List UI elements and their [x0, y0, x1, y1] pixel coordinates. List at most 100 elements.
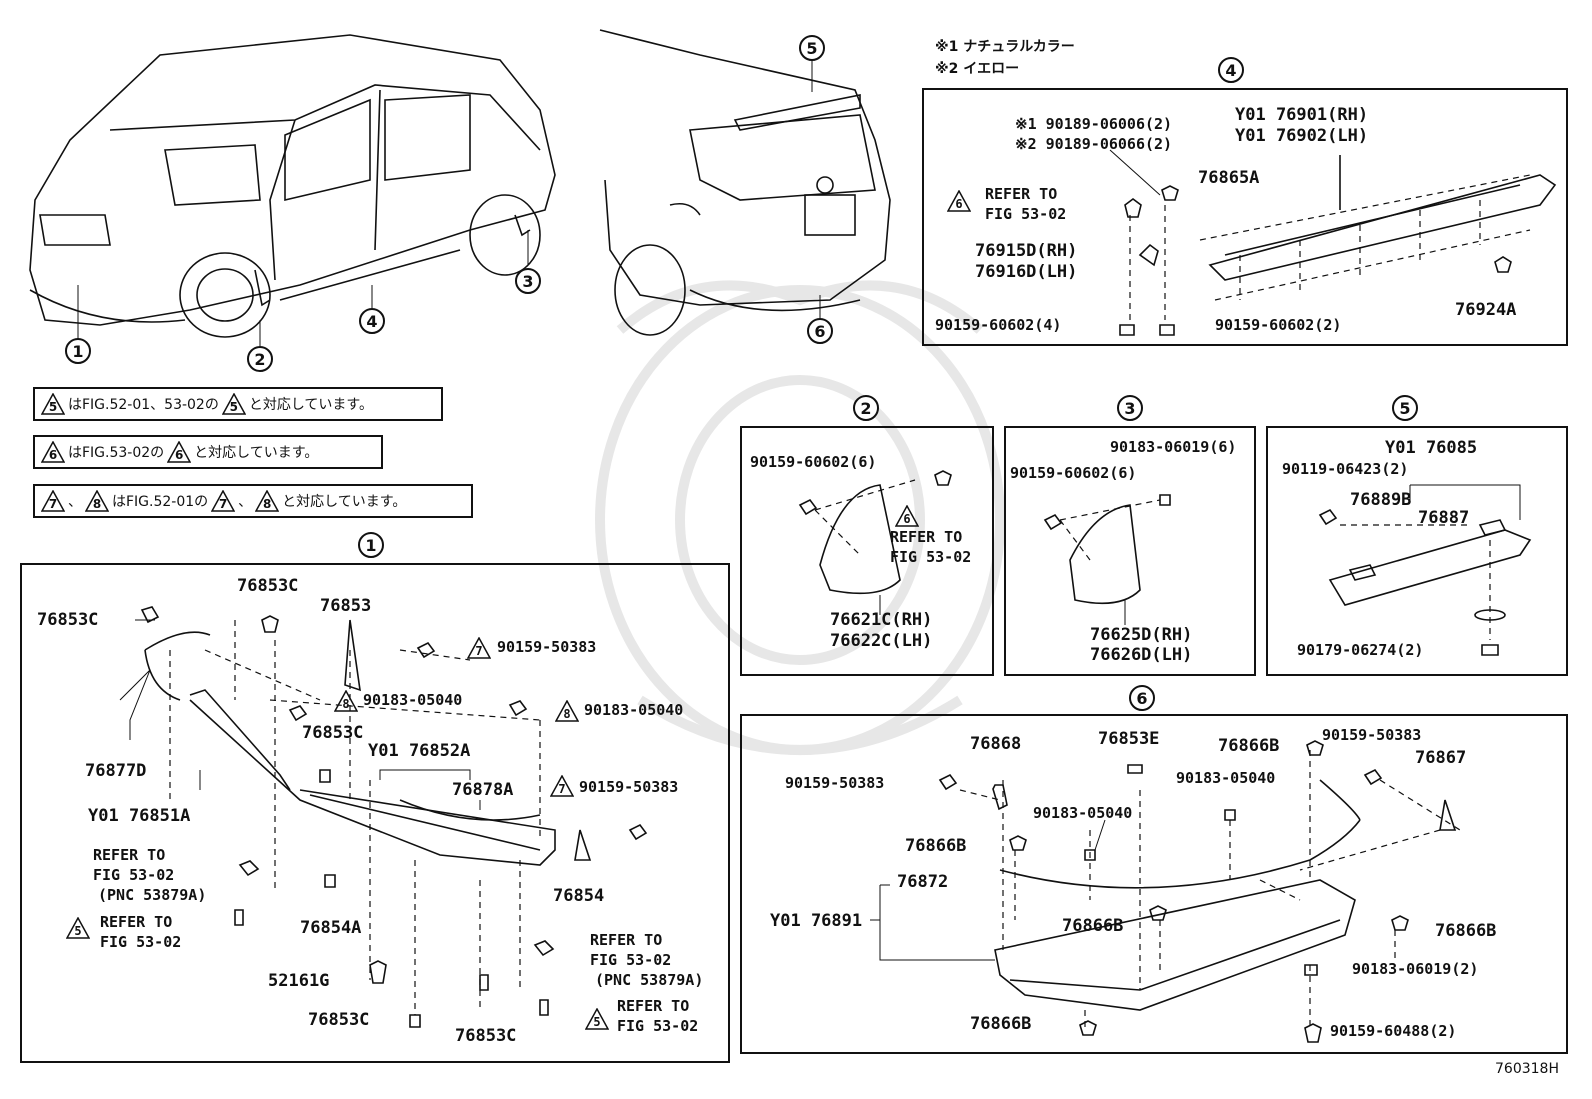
part-label[interactable]: 76866B [970, 1014, 1032, 1034]
refer-to-text[interactable]: FIG 53-02 [93, 866, 175, 884]
side-molding-drawing [1109, 149, 1557, 336]
panel-6-header: 6 [1129, 685, 1155, 711]
part-label[interactable]: 76853 [320, 596, 372, 616]
panel-5-frame [1266, 426, 1568, 676]
part-label[interactable]: 90159-50383 [497, 638, 597, 656]
part-label[interactable]: 90183-06019(6) [1110, 438, 1237, 456]
part-label[interactable]: 76877D [85, 761, 147, 781]
part-label[interactable]: Y01 76891 [770, 911, 863, 931]
part-label[interactable]: 76889B [1350, 490, 1412, 510]
triangle-marker-icon: 8 [555, 700, 579, 722]
part-label[interactable]: Y01 76902(LH) [1235, 126, 1369, 146]
front-mudguard-drawing [798, 470, 952, 615]
part-label[interactable]: 76866B [1062, 916, 1124, 936]
part-label[interactable]: 76878A [452, 780, 514, 800]
part-label[interactable]: 90183-05040 [1033, 804, 1133, 822]
refer-to-text[interactable]: FIG 53-02 [985, 205, 1067, 223]
callout-3-front[interactable]: 3 [515, 268, 541, 294]
callout-2-front[interactable]: 2 [247, 346, 273, 372]
part-label[interactable]: 90183-05040 [1176, 769, 1276, 787]
part-label[interactable]: 90179-06274(2) [1297, 641, 1424, 659]
part-label[interactable]: 76853C [237, 576, 299, 596]
part-label[interactable]: 90159-50383 [579, 778, 679, 796]
part-label[interactable]: 76853C [37, 610, 99, 630]
triangle-marker-icon: 6 [167, 441, 192, 463]
part-label[interactable]: Y01 76851A [88, 806, 191, 826]
panel-1-frame [20, 563, 730, 1063]
part-label[interactable]: 76853C [455, 1026, 517, 1046]
refer-to-text[interactable]: FIG 53-02 [890, 548, 972, 566]
triangle-marker-icon: 6 [41, 441, 65, 463]
callout-6-rear[interactable]: 6 [807, 318, 833, 344]
part-label[interactable]: 76626D(LH) [1090, 645, 1193, 665]
refer-to-text[interactable]: FIG 53-02 [617, 1017, 699, 1035]
triangle-marker-icon: 7 [550, 775, 574, 797]
part-label[interactable]: 90159-60602(6) [750, 453, 877, 471]
note-text: はFIG.52-01の [112, 494, 209, 510]
part-label[interactable]: 76854A [300, 918, 362, 938]
part-label[interactable]: 90183-05040 [584, 701, 684, 719]
note-row-2: 6 はFIG.53-02の 6 と対応しています。 [33, 435, 383, 469]
triangle-marker-icon: 8 [85, 490, 109, 512]
note-separator: 、 [238, 494, 253, 510]
watermark-emblem [595, 280, 1005, 755]
panel-2-header: 2 [853, 395, 879, 421]
part-label[interactable]: 76854 [553, 886, 605, 906]
part-label[interactable]: Y01 76901(RH) [1235, 105, 1369, 125]
panel-6-frame [740, 714, 1568, 1054]
part-label[interactable]: 90159-50383 [1322, 726, 1422, 744]
part-label[interactable]: 76853E [1098, 729, 1160, 749]
part-label[interactable]: 76872 [897, 872, 949, 892]
part-label[interactable]: 76853C [302, 723, 364, 743]
note-text: と対応しています。 [194, 445, 319, 461]
part-label[interactable]: 76865A [1198, 168, 1260, 188]
refer-to-text: REFER TO [590, 931, 663, 949]
triangle-marker-icon: 5 [66, 917, 90, 939]
refer-to-text[interactable]: FIG 53-02 [100, 933, 182, 951]
front-bumper-lower-drawing [119, 606, 648, 1028]
refer-to-text[interactable]: FIG 53-02 [590, 951, 672, 969]
rear-mudguard-drawing [1043, 494, 1171, 625]
part-label[interactable]: Y01 76085 [1385, 438, 1478, 458]
part-label[interactable]: 76867 [1415, 748, 1467, 768]
part-label[interactable]: 76866B [1435, 921, 1497, 941]
triangle-marker-icon: 7 [211, 490, 236, 512]
part-label[interactable]: 90159-50383 [785, 774, 885, 792]
part-label[interactable]: 76853C [308, 1010, 370, 1030]
callout-4-front[interactable]: 4 [359, 308, 385, 334]
part-label[interactable]: 52161G [268, 971, 330, 991]
part-label[interactable]: 76887 [1418, 508, 1470, 528]
callout-1-front[interactable]: 1 [65, 338, 91, 364]
part-label[interactable]: 76625D(RH) [1090, 625, 1193, 645]
part-label[interactable]: 76866B [905, 836, 967, 856]
panel-5-header: 5 [1392, 395, 1418, 421]
part-label[interactable]: 90159-60602(2) [1215, 316, 1342, 334]
part-label[interactable]: 76866B [1218, 736, 1280, 756]
part-label[interactable]: 76621C(RH) [830, 610, 933, 630]
part-label[interactable]: 90159-60488(2) [1330, 1022, 1457, 1040]
part-label[interactable]: 76868 [970, 734, 1022, 754]
triangle-marker-icon: 7 [467, 637, 491, 659]
panel-4-header: 4 [1218, 57, 1244, 83]
part-label[interactable]: 90183-05040 [363, 691, 463, 709]
panel-4-frame [922, 88, 1568, 346]
rear-vehicle-illustration [599, 29, 891, 336]
refer-to-text: REFER TO [100, 913, 173, 931]
part-label[interactable]: 76915D(RH) [975, 241, 1078, 261]
part-label[interactable]: 90183-06019(2) [1352, 960, 1479, 978]
triangle-marker-icon: 8 [255, 490, 280, 512]
part-label[interactable]: Y01 76852A [368, 741, 471, 761]
callout-5-rear[interactable]: 5 [799, 35, 825, 61]
part-label[interactable]: ※2 90189-06066(2) [1015, 135, 1173, 153]
legend-yellow: ※2 イエロー [935, 61, 1020, 77]
part-label[interactable]: 90159-60602(6) [1010, 464, 1137, 482]
part-label[interactable]: 76924A [1455, 300, 1517, 320]
part-label[interactable]: 90119-06423(2) [1282, 460, 1409, 478]
part-label[interactable]: 90159-60602(4) [935, 316, 1062, 334]
part-label[interactable]: 76916D(LH) [975, 262, 1078, 282]
part-label[interactable]: ※1 90189-06006(2) [1015, 115, 1173, 133]
triangle-marker-icon: 5 [221, 393, 246, 415]
part-label[interactable]: 76622C(LH) [830, 631, 933, 651]
triangle-marker-icon: 8 [334, 690, 358, 712]
